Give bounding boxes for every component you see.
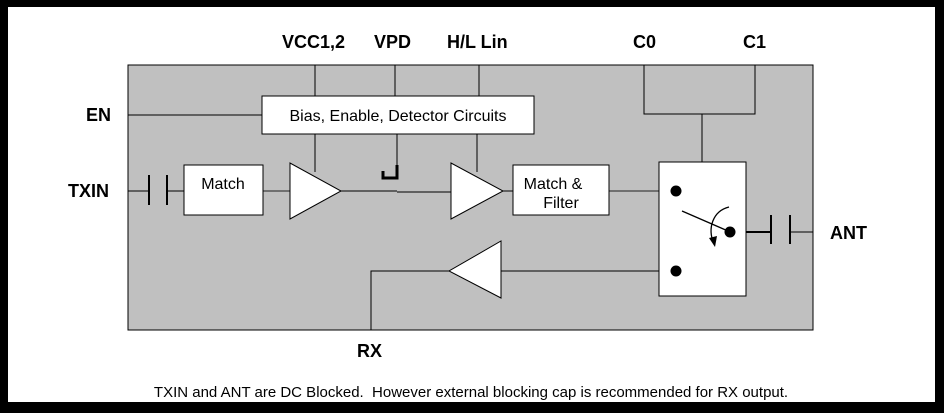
- wire-c0-c1: [643, 65, 756, 115]
- rx-amplifier: [447, 240, 502, 299]
- match-filter-label-2: Filter: [543, 195, 579, 212]
- pin-label-en: EN: [86, 105, 111, 125]
- pin-label-txin: TXIN: [68, 181, 109, 201]
- bias-enable-detector-block: [261, 95, 535, 135]
- pin-label-rx: RX: [357, 341, 382, 361]
- pin-label-vcc: VCC1,2: [282, 32, 345, 52]
- switch-rx-contact: [670, 265, 682, 277]
- bias-block-label: Bias, Enable, Detector Circuits: [290, 108, 507, 125]
- tx-power-amplifier: [450, 162, 505, 220]
- pin-label-c1: C1: [743, 32, 766, 52]
- detector-symbol: [381, 165, 399, 180]
- switch-tx-contact: [670, 185, 682, 197]
- switch-arm: [681, 210, 729, 232]
- wire-rx: [370, 270, 449, 330]
- pin-label-vpd: VPD: [374, 32, 411, 52]
- tx-driver-amplifier: [289, 162, 343, 220]
- switch-arrowhead-icon: [709, 236, 717, 247]
- pin-label-c0: C0: [633, 32, 656, 52]
- match-filter-label-1: Match &: [524, 176, 583, 193]
- pin-label-ant: ANT: [830, 223, 867, 243]
- match-block-label: Match: [201, 176, 245, 193]
- txin-capacitor: [148, 175, 168, 205]
- switch-ant-contact: [724, 226, 736, 238]
- ant-capacitor: [770, 215, 791, 244]
- pin-label-hl-lin: H/L Lin: [447, 32, 508, 52]
- match-filter-block: [512, 164, 610, 216]
- match-block: [183, 164, 264, 216]
- footnote: TXIN and ANT are DC Blocked. However ext…: [154, 384, 788, 401]
